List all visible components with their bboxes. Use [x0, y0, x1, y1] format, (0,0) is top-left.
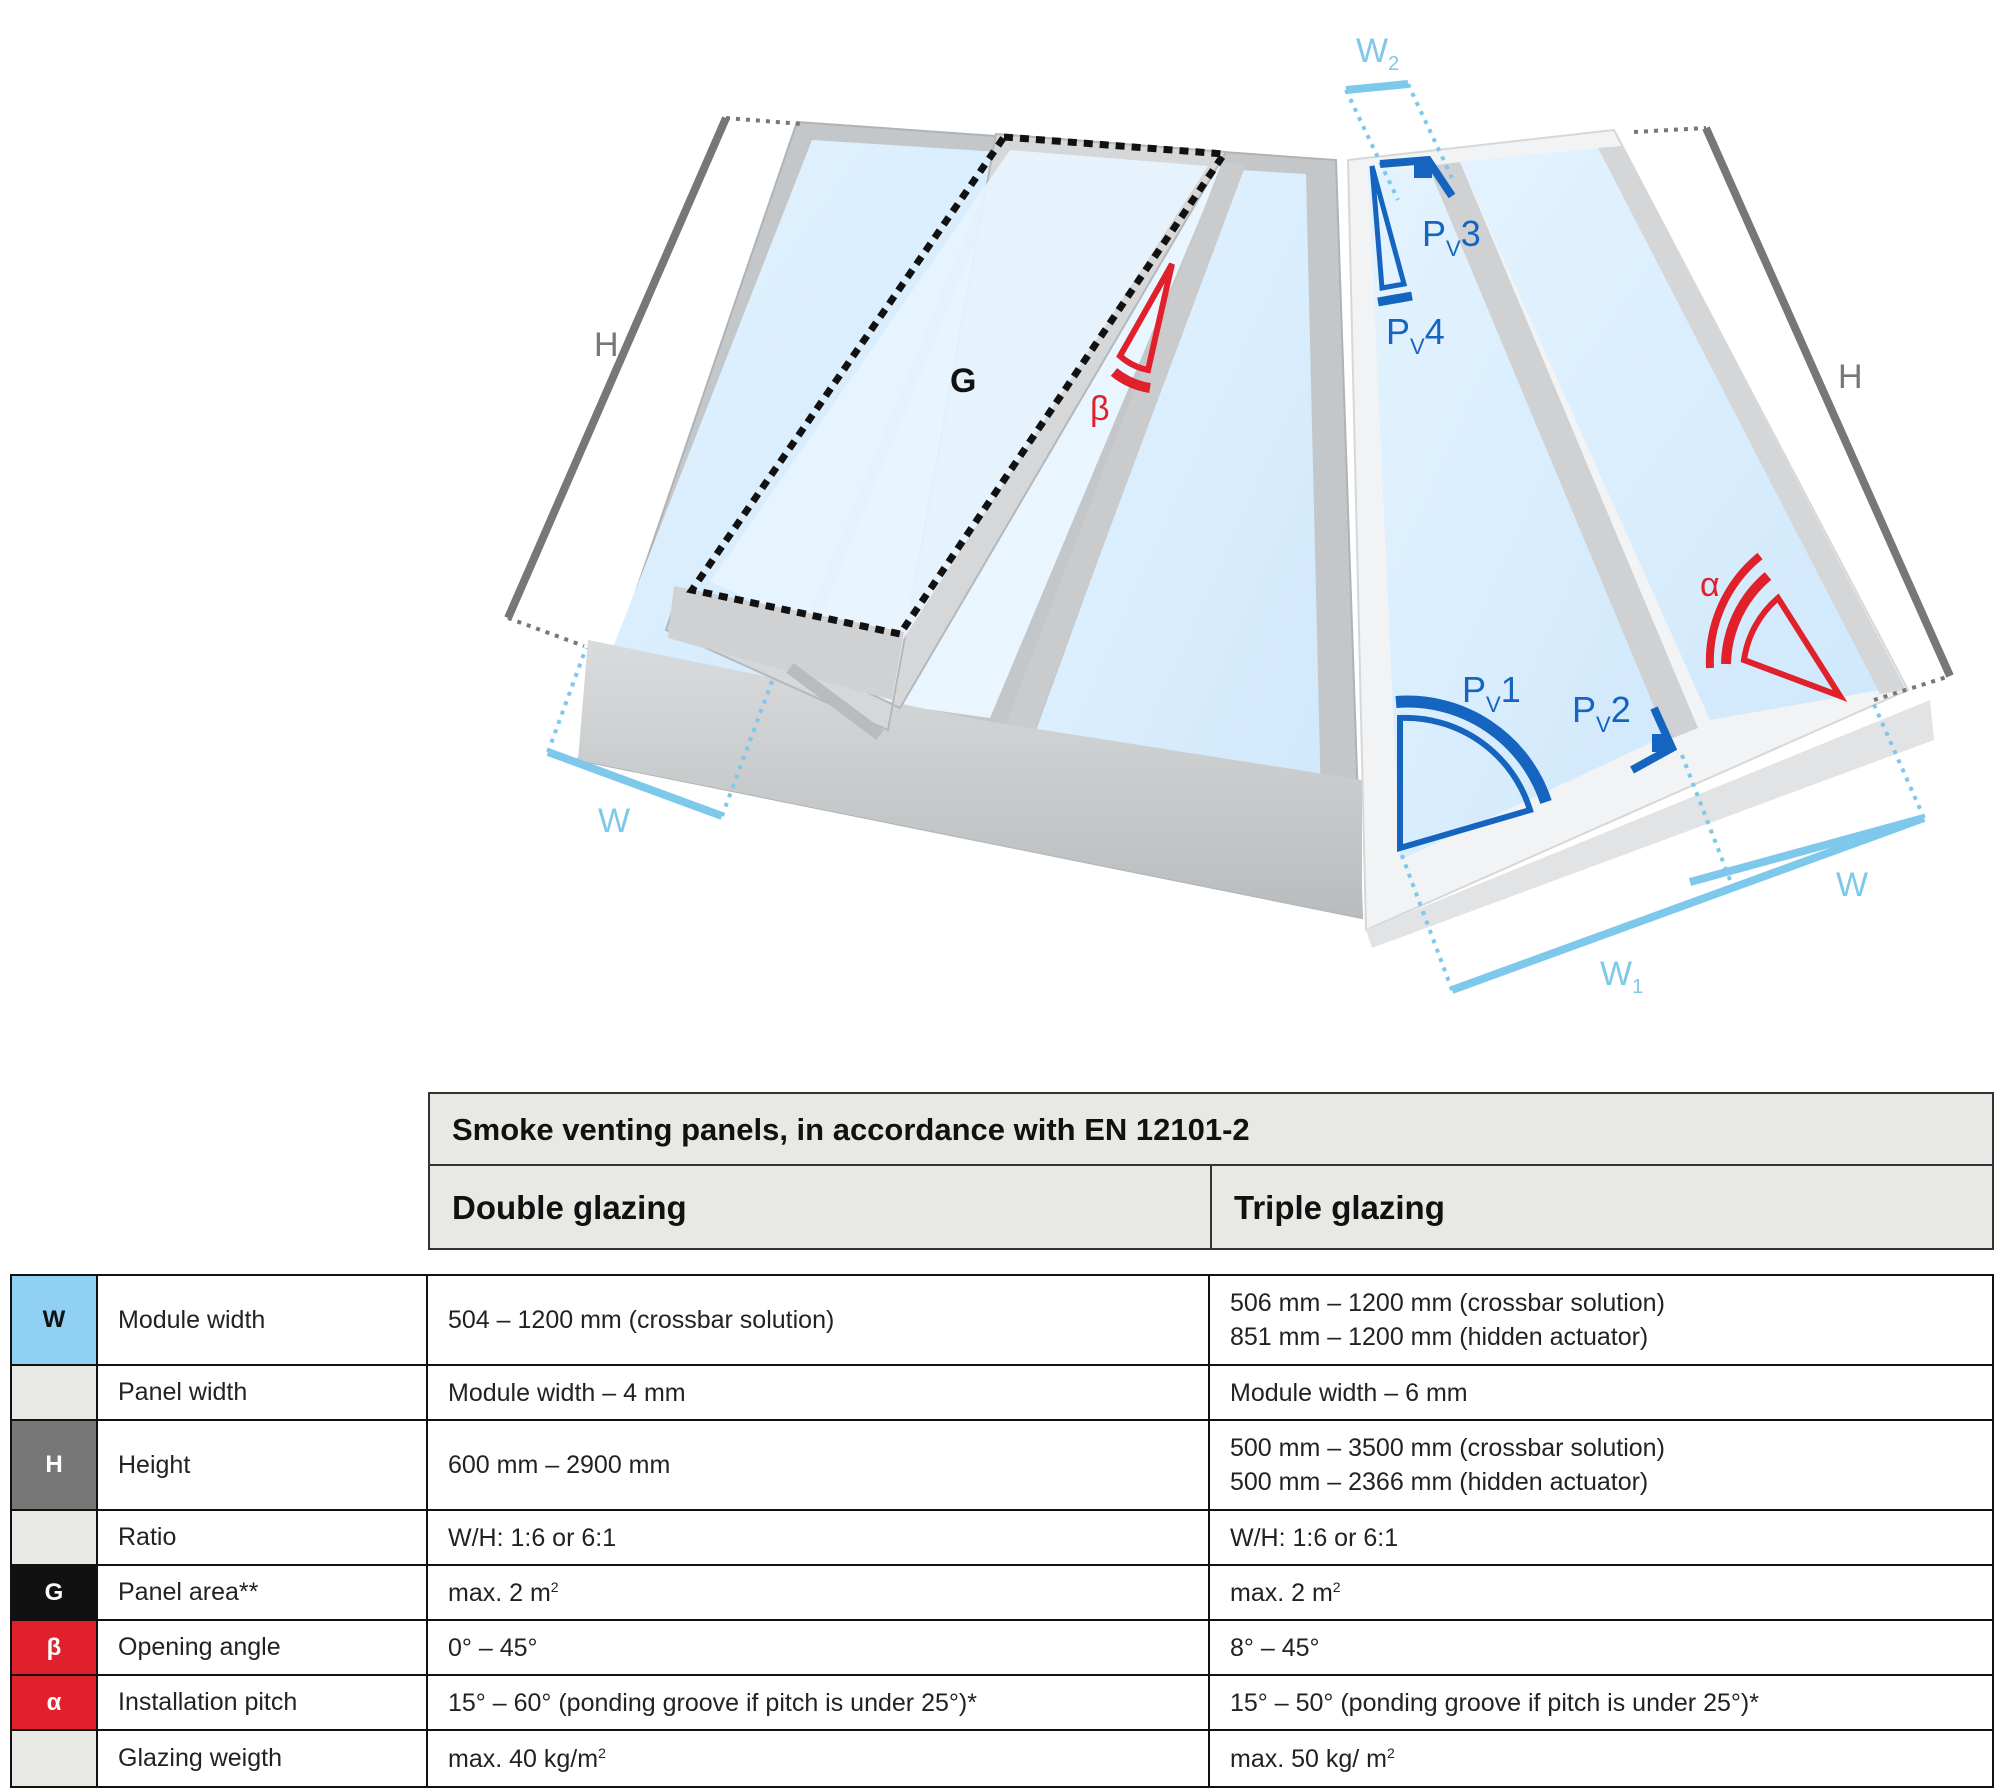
- row-label: Installation pitch: [98, 1676, 428, 1729]
- row-value-double: 15° – 60° (ponding groove if pitch is un…: [428, 1676, 1210, 1729]
- column-header-triple-glazing: Triple glazing: [1234, 1189, 1445, 1226]
- right-plane-glass-1: [1368, 168, 1678, 860]
- row-symbol: α: [12, 1676, 98, 1729]
- w2-leader-right: [1406, 83, 1454, 179]
- left-plane-glass-1: [612, 140, 1000, 685]
- table-row: Panel width Module width – 4 mm Module w…: [12, 1366, 1992, 1421]
- pv4-arc: [1377, 291, 1413, 307]
- table-row: G Panel area** max. 2 m2 max. 2 m2: [12, 1566, 1992, 1621]
- row-label: Height: [98, 1421, 428, 1509]
- w1-dimension: [1450, 814, 1926, 994]
- alpha-label: α: [1700, 566, 1720, 604]
- row-label: Panel width: [98, 1366, 428, 1419]
- height-dimension-left: [504, 116, 730, 620]
- table-body: W Module width 504 – 1200 mm (crossbar s…: [10, 1274, 1994, 1788]
- open-sash-bottom: [668, 586, 904, 700]
- height-right-leader-bottom: [1873, 674, 1951, 702]
- row-value-triple: max. 2 m2: [1230, 1578, 1341, 1607]
- table-row: Glazing weigth max. 40 kg/m2 max. 50 kg/…: [12, 1731, 1992, 1786]
- row-value-triple: 15° – 50° (ponding groove if pitch is un…: [1230, 1688, 1759, 1717]
- row-label: Module width: [98, 1276, 428, 1364]
- open-sash-glass: [710, 150, 1208, 660]
- smoke-vent-diagram: H W G β W2 H W W1 PV3 PV4 PV1 PV2: [504, 32, 1954, 998]
- row-label: Panel area**: [98, 1566, 428, 1619]
- table-row: β Opening angle 0° – 45° 8° – 45°: [12, 1621, 1992, 1676]
- table-column-headers: Double glazing Triple glazing: [428, 1164, 1994, 1250]
- table-row: α Installation pitch 15° – 60° (ponding …: [12, 1676, 1992, 1731]
- alpha-marker: [1740, 593, 1848, 702]
- alpha-arc-2: [1705, 552, 1763, 669]
- panel-area-label: G: [950, 362, 976, 400]
- pv1-label: PV1: [1462, 669, 1521, 717]
- w-leader-mid: [1678, 749, 1732, 881]
- w2-dimension: [1345, 80, 1409, 94]
- pv3-pv4-marker: [1369, 165, 1408, 291]
- height-leader-bottom: [507, 616, 585, 648]
- row-symbol: G: [12, 1566, 98, 1619]
- right-plane-glass-2: [1460, 148, 1880, 720]
- row-symbol: β: [12, 1621, 98, 1674]
- height-label-right: H: [1838, 358, 1863, 396]
- row-value-double: max. 40 kg/m2: [428, 1731, 1210, 1786]
- pv3-label: PV3: [1422, 213, 1481, 261]
- row-symbol: [12, 1366, 98, 1419]
- beta-label: β: [1090, 390, 1110, 428]
- w1-label: W1: [1600, 955, 1643, 998]
- w2-leader-left: [1344, 89, 1400, 201]
- height-label-left: H: [594, 326, 619, 364]
- row-label: Opening angle: [98, 1621, 428, 1674]
- row-value-double: 600 mm – 2900 mm: [428, 1421, 1210, 1509]
- row-value-double: 504 – 1200 mm (crossbar solution): [428, 1276, 1210, 1364]
- row-symbol: [12, 1511, 98, 1564]
- pv1-arc: [1395, 695, 1552, 804]
- row-symbol: [12, 1731, 98, 1786]
- left-plane-mullion: [986, 162, 1246, 785]
- width-label-right: W: [1836, 866, 1868, 904]
- left-plane-bottom-rail: [578, 640, 1362, 918]
- row-value-triple: 506 mm – 1200 mm (crossbar solution)851 …: [1230, 1289, 1665, 1351]
- width-dimension-left: [546, 748, 724, 820]
- panel-area-outline: [686, 133, 1231, 638]
- row-value-triple: max. 50 kg/ m2: [1230, 1744, 1395, 1773]
- height-dimension-right: [1702, 126, 1954, 678]
- alpha-arc-1: [1721, 572, 1772, 665]
- right-plane-bottom-face: [1366, 700, 1934, 948]
- row-symbol: W: [12, 1276, 98, 1364]
- pv2-label: PV2: [1572, 689, 1631, 737]
- row-value-triple: 8° – 45°: [1230, 1633, 1320, 1662]
- table-row: H Height 600 mm – 2900 mm 500 mm – 3500 …: [12, 1421, 1992, 1511]
- row-label: Glazing weigth: [98, 1731, 428, 1786]
- row-value-triple: W/H: 1:6 or 6:1: [1230, 1523, 1399, 1552]
- pv1-marker: [1397, 714, 1534, 853]
- w2-label: W2: [1356, 32, 1399, 75]
- beta-angle-marker: [1116, 262, 1175, 374]
- row-value-triple: Module width – 6 mm: [1230, 1378, 1468, 1407]
- row-value-double: W/H: 1:6 or 6:1: [428, 1511, 1210, 1564]
- width-leader-left: [546, 647, 588, 753]
- row-value-triple: 500 mm – 3500 mm (crossbar solution)500 …: [1230, 1434, 1665, 1496]
- column-header-double-glazing: Double glazing: [430, 1166, 1212, 1248]
- row-symbol: H: [12, 1421, 98, 1509]
- pv3-square: [1414, 160, 1432, 178]
- row-value-double: max. 2 m2: [428, 1566, 1210, 1619]
- width-label-left: W: [598, 802, 630, 840]
- w1-leader-right: [1870, 699, 1926, 819]
- right-plane-side-rail: [1598, 146, 1906, 694]
- left-plane-glass-3: [1018, 170, 1322, 845]
- open-sash-strut: [786, 663, 884, 740]
- pv2-square: [1652, 734, 1670, 752]
- row-value-double: Module width – 4 mm: [428, 1366, 1210, 1419]
- height-leader-top: [725, 116, 803, 126]
- table-row: Ratio W/H: 1:6 or 6:1 W/H: 1:6 or 6:1: [12, 1511, 1992, 1566]
- table-row: W Module width 504 – 1200 mm (crossbar s…: [12, 1276, 1992, 1366]
- table-title: Smoke venting panels, in accordance with…: [428, 1092, 1994, 1166]
- right-plane-mullion: [1428, 162, 1698, 740]
- row-label: Ratio: [98, 1511, 428, 1564]
- pv2-bracket: [1630, 706, 1678, 774]
- height-right-leader-top: [1633, 126, 1707, 134]
- pv4-label: PV4: [1386, 311, 1445, 359]
- row-value-double: 0° – 45°: [428, 1621, 1210, 1674]
- beta-arc: [1110, 368, 1151, 393]
